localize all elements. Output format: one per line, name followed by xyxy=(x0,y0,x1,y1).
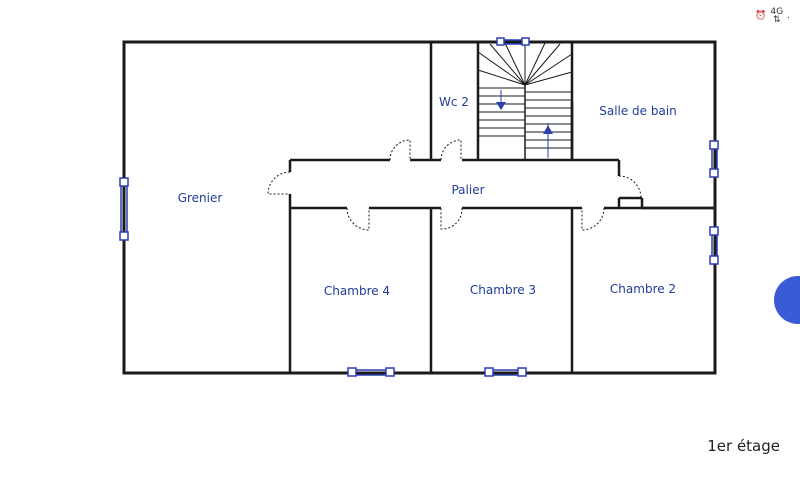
room-label-grenier: Grenier xyxy=(178,191,223,205)
room-label-palier: Palier xyxy=(451,183,484,197)
staircase xyxy=(477,42,573,160)
room-label-chambre-3: Chambre 3 xyxy=(470,283,536,297)
interior-walls xyxy=(288,42,715,373)
room-label-chambre-4: Chambre 4 xyxy=(324,284,390,298)
room-label-chambre-2: Chambre 2 xyxy=(610,282,676,296)
status-bar: ⏰ 4G ⇅ . xyxy=(755,7,790,25)
doors xyxy=(267,139,642,231)
network-label: 4G xyxy=(770,7,784,17)
room-label-salle-de-bain: Salle de bain xyxy=(599,104,677,118)
alarm-icon: ⏰ xyxy=(755,11,767,21)
stair-arrows xyxy=(496,90,553,158)
room-label-wc2: Wc 2 xyxy=(439,95,469,109)
status-dot: . xyxy=(787,11,790,21)
floor-caption: 1er étage xyxy=(707,437,780,455)
room-labels: Grenier Wc 2 Salle de bain Palier Chambr… xyxy=(178,95,677,298)
network-indicator: 4G ⇅ xyxy=(770,7,784,25)
windows xyxy=(119,37,719,377)
data-arrows-icon: ⇅ xyxy=(773,15,781,25)
